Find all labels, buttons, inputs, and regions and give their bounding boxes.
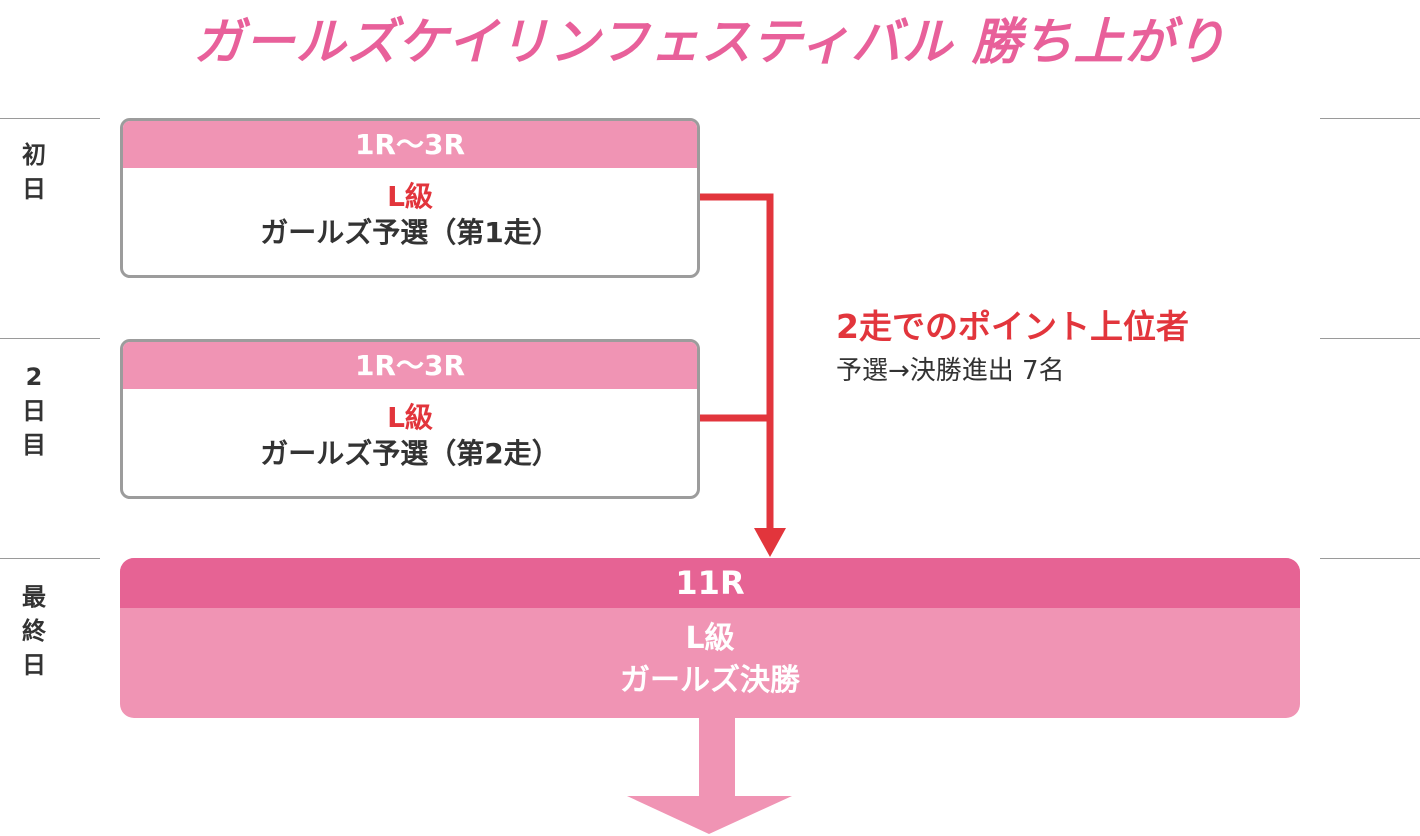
- day-label-char: 日: [22, 175, 46, 203]
- day-label-char: 最: [22, 583, 46, 611]
- race-class: L級: [387, 180, 433, 213]
- advance-detail: 予選→決勝進出 7名: [836, 356, 1065, 386]
- day-separator: [1320, 118, 1420, 119]
- day-label-char: 日: [22, 651, 46, 679]
- arrow-down-icon: [627, 796, 792, 834]
- race-name: ガールズ予選（第2走）: [260, 437, 560, 470]
- final-race-number: 11R: [120, 558, 1300, 608]
- race-box-day2: 1R〜3R L級 ガールズ予選（第2走）: [120, 339, 700, 499]
- day-label-char: 日: [22, 397, 46, 425]
- day-label-char: 目: [22, 431, 46, 459]
- day-label-char: 初: [22, 141, 46, 169]
- race-box-day1: 1R〜3R L級 ガールズ予選（第1走）: [120, 118, 700, 278]
- arrow-down-icon: [754, 528, 786, 557]
- exit-arrow-shaft: [699, 718, 735, 798]
- final-race-box: 11R L級 ガールズ決勝: [120, 558, 1300, 718]
- final-race-name: ガールズ決勝: [620, 663, 800, 698]
- race-name: ガールズ予選（第1走）: [260, 216, 560, 249]
- advance-criteria: 2走でのポイント上位者: [836, 307, 1189, 346]
- day-label-final: 最 終 日: [0, 580, 68, 682]
- day-separator: [0, 338, 100, 339]
- day-separator: [1320, 338, 1420, 339]
- race-number: 1R〜3R: [123, 121, 697, 168]
- final-race-class: L級: [685, 621, 735, 656]
- day-label-char: 終: [22, 617, 46, 645]
- page-title: ガールズケイリンフェスティバル 勝ち上がり: [193, 13, 1227, 71]
- race-number: 1R〜3R: [123, 342, 697, 389]
- day-separator: [1320, 558, 1420, 559]
- day-label-2: 2 日 目: [0, 360, 68, 462]
- day-label-char: 2: [25, 363, 43, 391]
- day-label-1: 初 日: [0, 138, 68, 206]
- race-class: L級: [387, 401, 433, 434]
- day-separator: [0, 118, 100, 119]
- day-separator: [0, 558, 100, 559]
